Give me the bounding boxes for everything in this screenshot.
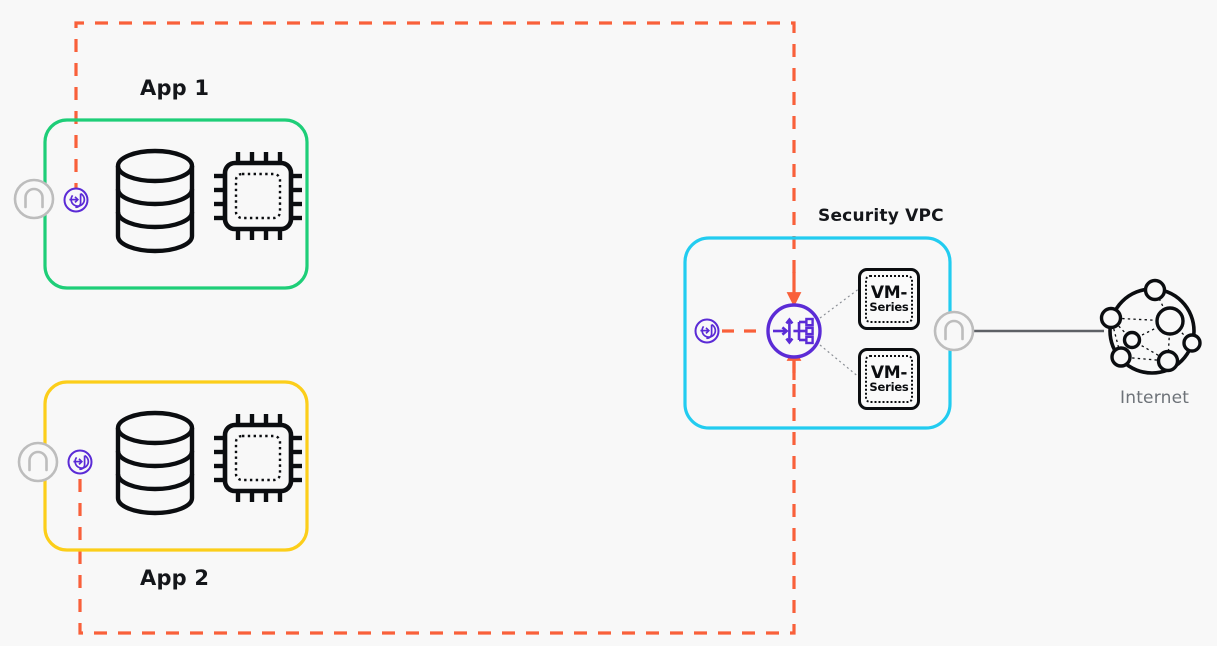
- gateway-arch-icon-app1: [13, 178, 55, 220]
- vm-series-line-1: VM-: [870, 282, 908, 303]
- vm-series-firewall-2[interactable]: VM- Series: [858, 348, 920, 410]
- vpc-attachment-icon-security-vpc: [694, 318, 720, 344]
- vm-series-line-2: Series: [869, 299, 909, 314]
- database-icon-app1: [115, 148, 195, 254]
- vpc-attachment-icon-app2: [67, 449, 93, 475]
- vm-series-line-1: VM-: [870, 362, 908, 383]
- load-balancer-icon: [766, 303, 822, 359]
- zone-app-2: [43, 380, 309, 552]
- compute-chip-icon-app2: [214, 414, 302, 502]
- label-security-vpc: Security VPC: [818, 206, 944, 226]
- database-icon-app2: [115, 410, 195, 516]
- lb-to-firewall-links: [819, 287, 861, 379]
- traffic-path-dashed: [74, 21, 802, 635]
- vm-series-label-1: VM- Series: [865, 275, 913, 323]
- gateway-arch-icon-security-vpc: [933, 310, 975, 352]
- vm-series-label-2: VM- Series: [865, 355, 913, 403]
- label-internet: Internet: [1120, 388, 1190, 408]
- zone-app-1: [43, 118, 309, 290]
- vm-series-line-2: Series: [869, 379, 909, 394]
- gateway-arch-icon-app2: [17, 441, 59, 483]
- vm-series-firewall-1[interactable]: VM- Series: [858, 268, 920, 330]
- label-app-1: App 1: [140, 76, 210, 100]
- compute-chip-icon-app1: [214, 152, 302, 240]
- vpc-attachment-icon-app1: [63, 187, 89, 213]
- label-app-2: App 2: [140, 566, 210, 590]
- internet-globe-icon: [1099, 278, 1202, 375]
